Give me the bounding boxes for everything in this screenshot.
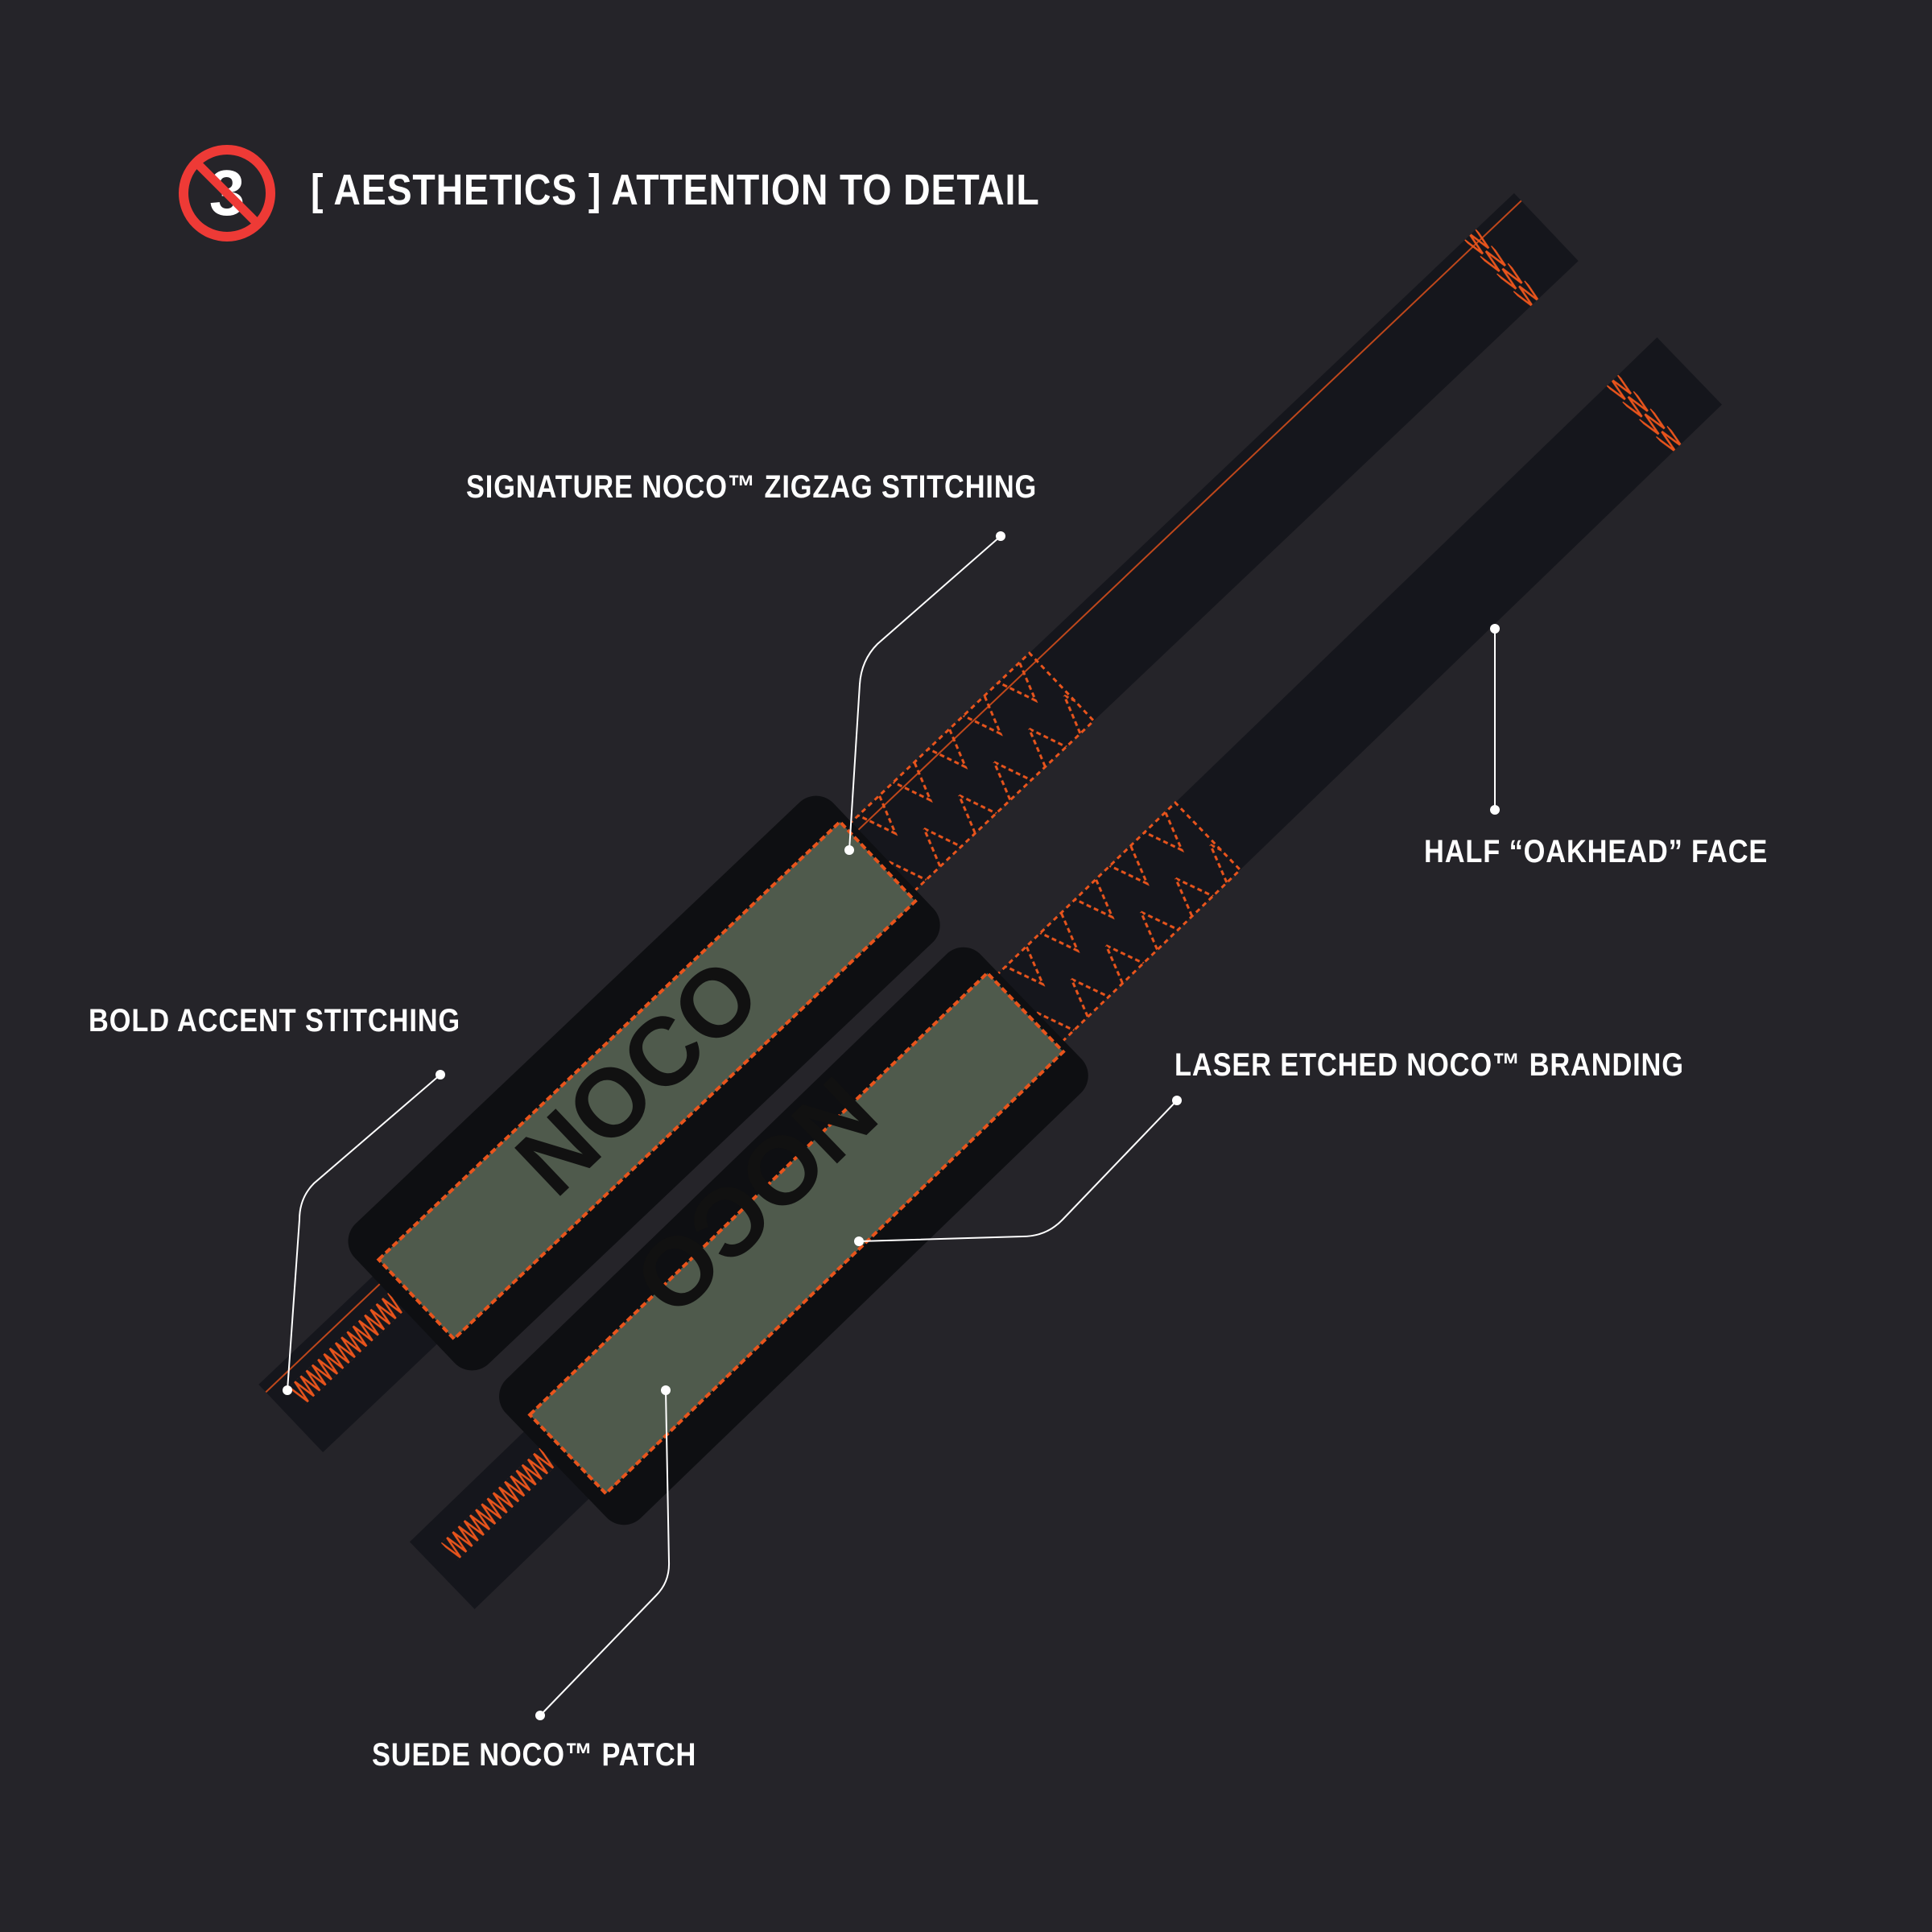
- leader-zigzag: [848, 535, 1001, 851]
- callout-laser-branding: LASER ETCHED NOCO™ BRANDING: [1174, 1047, 1684, 1083]
- leader-lines: [287, 535, 1496, 1716]
- page-title: [ AESTHETICS ] ATTENTION TO DETAIL: [311, 166, 1040, 214]
- strap-right: NOCO: [409, 337, 1723, 1609]
- leader-accent: [287, 1074, 441, 1391]
- callout-zigzag-stitching: SIGNATURE NOCO™ ZIGZAG STITCHING: [466, 469, 1038, 505]
- leader-laser: [858, 1100, 1178, 1242]
- strap-left: NOCO: [258, 192, 1579, 1453]
- no-three-badge-icon: 3: [179, 145, 275, 242]
- callout-oakhead-face: HALF “OAKHEAD” FACE: [1424, 834, 1769, 869]
- leader-suede: [539, 1389, 671, 1716]
- callout-suede-patch: SUEDE NOCO™ PATCH: [372, 1737, 697, 1773]
- callout-accent-stitching: BOLD ACCENT STITCHING: [89, 1003, 461, 1038]
- leader-dots: [283, 531, 1500, 1720]
